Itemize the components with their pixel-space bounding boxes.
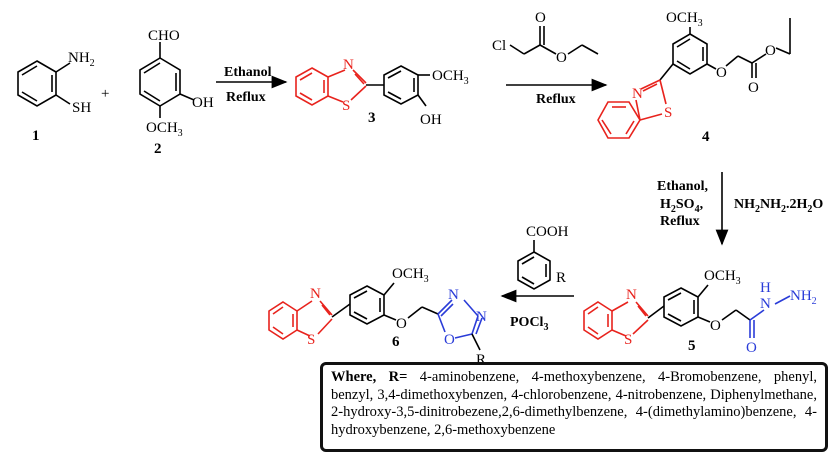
- svg-text:N: N: [626, 287, 637, 303]
- compound-2-number: 2: [154, 141, 162, 157]
- svg-text:OCH3: OCH3: [392, 266, 429, 285]
- svg-text:COOH: COOH: [526, 224, 569, 240]
- svg-text:OH: OH: [420, 112, 442, 128]
- compound-4-ester: OCH3 O O O N S 4: [597, 10, 791, 145]
- svg-text:O: O: [556, 50, 567, 66]
- compound-6-oxadiazole: N S OCH3 O N N O R 6: [268, 266, 487, 368]
- svg-text:CHO: CHO: [148, 28, 180, 44]
- compound-3-benzothiazole: N S OCH3 OH 3: [295, 57, 469, 128]
- compound-1-number: 1: [32, 128, 40, 144]
- condition-sulfuric-acid: H2SO4,: [660, 197, 703, 215]
- compound-6-number: 6: [392, 334, 400, 350]
- svg-text:O: O: [765, 43, 776, 59]
- svg-text:OH: OH: [192, 95, 214, 111]
- svg-text:SH: SH: [72, 100, 91, 116]
- svg-text:O: O: [535, 10, 546, 26]
- plus-sign: +: [101, 86, 109, 102]
- compound-1-aminothiophenol: NH2 SH 1: [17, 50, 95, 144]
- svg-text:S: S: [342, 98, 350, 114]
- condition-reflux-2: Reflux: [536, 92, 576, 107]
- r-group-list: 4-aminobenzene, 4-methoxybenzene, 4-Brom…: [331, 369, 817, 438]
- compound-2-vanillin: CHO OH OCH3 2: [139, 28, 214, 157]
- svg-text:OCH3: OCH3: [666, 10, 703, 29]
- svg-text:H: H: [760, 280, 771, 296]
- svg-text:N: N: [760, 296, 771, 312]
- svg-text:O: O: [396, 316, 407, 332]
- reagent-ethyl-chloroacetate: Cl O O: [492, 10, 599, 66]
- svg-text:NH2: NH2: [790, 288, 817, 307]
- svg-text:O: O: [710, 318, 721, 334]
- condition-hydrazine-hydrate: NH2NH2.2H2O: [734, 197, 823, 215]
- condition-reflux-1: Reflux: [226, 90, 266, 105]
- r-group-lead: Where, R=: [331, 369, 408, 385]
- compound-5-hydrazide: N S OCH3 O O N H NH2 5: [583, 268, 817, 356]
- compound-3-number: 3: [368, 110, 376, 126]
- svg-text:Cl: Cl: [492, 38, 506, 54]
- svg-text:R: R: [476, 352, 486, 368]
- compound-4-number: 4: [702, 129, 710, 145]
- svg-text:S: S: [307, 332, 315, 348]
- svg-text:O: O: [746, 340, 757, 356]
- svg-text:S: S: [624, 332, 632, 348]
- condition-pocl3: POCl3: [510, 315, 548, 333]
- reagent-substituted-benzoic-acid: COOH R: [517, 224, 569, 290]
- svg-text:N: N: [632, 86, 643, 102]
- condition-ethanol-1: Ethanol: [224, 65, 272, 80]
- svg-text:N: N: [476, 309, 487, 325]
- svg-text:OCH3: OCH3: [432, 68, 469, 87]
- compound-5-number: 5: [688, 338, 696, 354]
- svg-text:O: O: [748, 80, 759, 96]
- svg-text:R: R: [556, 270, 566, 286]
- svg-text:OCH3: OCH3: [704, 268, 741, 287]
- svg-text:N: N: [343, 57, 354, 73]
- condition-ethanol-3: Ethanol,: [657, 179, 708, 194]
- svg-text:S: S: [664, 105, 672, 121]
- svg-text:N: N: [448, 287, 459, 303]
- svg-text:NH2: NH2: [68, 50, 95, 69]
- condition-reflux-3: Reflux: [660, 214, 700, 229]
- r-group-legend-box: Where, R= 4-aminobenzene, 4-methoxybenze…: [320, 362, 828, 452]
- svg-text:O: O: [444, 332, 455, 348]
- svg-text:OCH3: OCH3: [146, 120, 183, 139]
- svg-text:N: N: [310, 286, 321, 302]
- svg-text:O: O: [716, 65, 727, 81]
